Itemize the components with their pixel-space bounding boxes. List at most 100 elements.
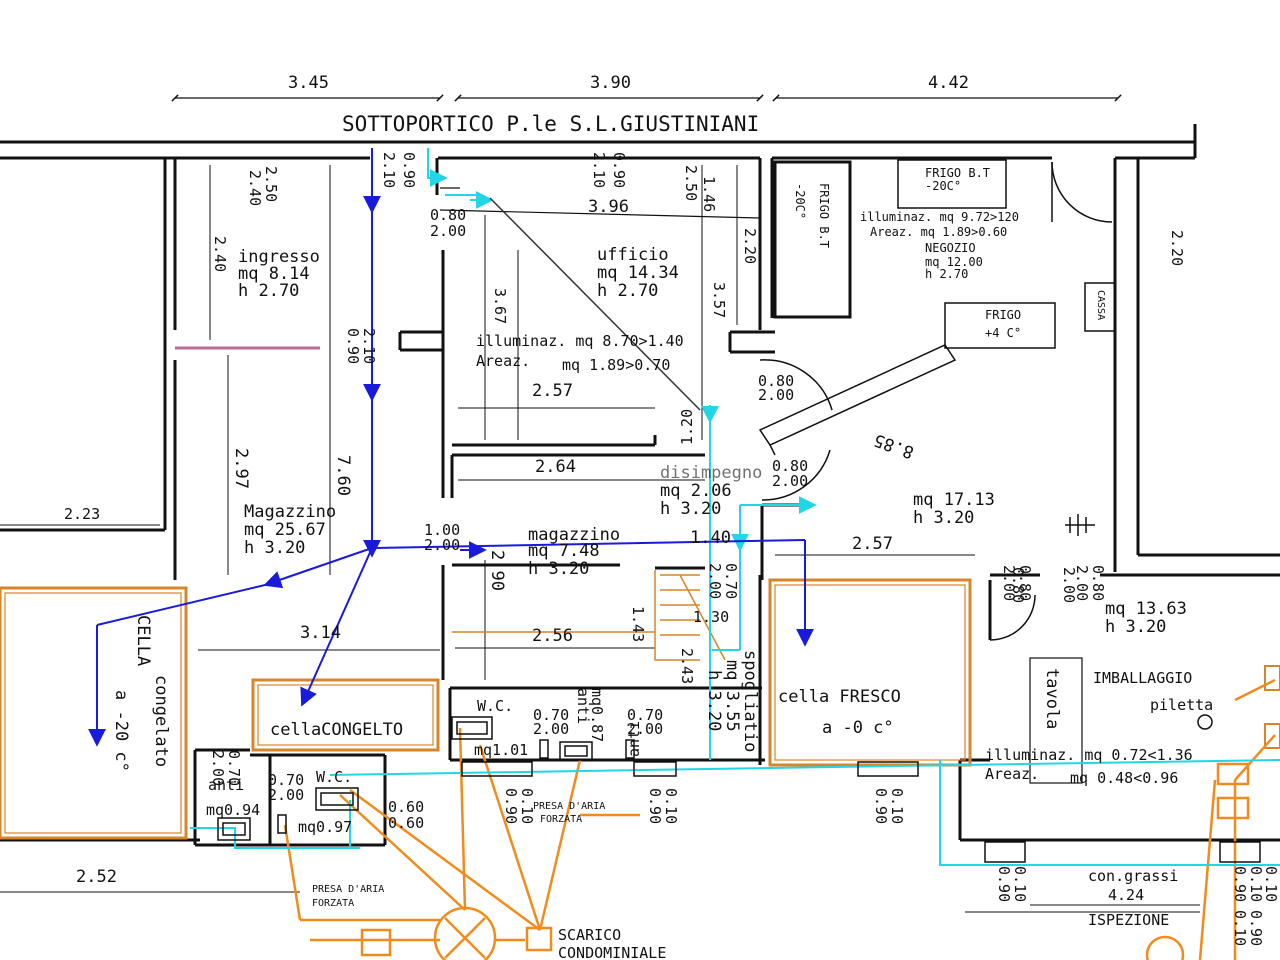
room-main: mq 17.13 h 3.20: [913, 490, 995, 528]
frigo-bt-top-temp: -20C°: [925, 179, 961, 193]
dim: 0.10: [888, 788, 906, 824]
dim: 2.10: [360, 328, 378, 364]
cella-congelato-title: CELLA: [133, 615, 153, 666]
magazzino-large-area: mq 25.67: [244, 520, 326, 540]
cassa-label: CASSA: [1095, 290, 1106, 320]
frigo-small-name: FRIGO: [985, 308, 1021, 322]
magazzino-large-height: h 3.20: [244, 538, 305, 558]
dim: 3.57: [710, 282, 728, 318]
door-arcs: [759, 161, 1113, 641]
cella-congelto-label: cellaCONGELTO: [270, 720, 403, 740]
negozio-illuminaz: illuminaz. mq 9.72>120: [860, 210, 1019, 224]
ventilation-lines: [88, 148, 814, 747]
dim: 3.14: [300, 623, 341, 643]
dim: 0.90: [646, 788, 664, 824]
dim: 2.50: [262, 166, 280, 202]
dim: 2.20: [741, 228, 759, 264]
dim: 1.46: [700, 176, 718, 212]
dim: 2.00: [706, 563, 724, 599]
dimension-numbers: 2.40 2.50 2.10 0.90 2.10 0.90 2.50 1.46 …: [64, 152, 1280, 946]
dim: 2.40: [246, 170, 264, 206]
dim: 0.90: [995, 866, 1013, 902]
dim: 0.90: [1231, 866, 1249, 902]
dim: 2.90: [487, 550, 507, 591]
room-magazzino-small: magazzino mq 7.48 h 3.20: [528, 525, 620, 579]
dim: 0.90: [610, 152, 628, 188]
dim: 8.85: [871, 429, 916, 462]
cella-fresco-temp: a -0 c°: [822, 718, 894, 738]
dim: 0.70: [268, 771, 304, 789]
dim: 0.70: [533, 706, 569, 724]
dim: 2.00: [1060, 567, 1078, 603]
ufficio-height: h 2.70: [597, 281, 658, 301]
disimpegno-name: disimpegno: [660, 463, 762, 483]
piletta-symbol: [1197, 714, 1213, 730]
dim: 0.10: [1247, 866, 1265, 902]
dim: 2.00: [268, 786, 304, 804]
anti1-labels: anti mq0.94: [206, 776, 260, 819]
dim: 2.97: [231, 448, 251, 489]
negozio-areaz: Areaz. mq 1.89>0.60: [870, 225, 1007, 239]
dim: 0.10: [1011, 866, 1029, 902]
dim: 2.43: [678, 648, 696, 684]
dim: 0.10: [662, 788, 680, 824]
dim: 7.60: [333, 455, 353, 496]
magazzino-small-area: mq 7.48: [528, 541, 600, 561]
wc1-name: W.C.: [477, 697, 513, 715]
scarico-label-2: CONDOMINIALE: [558, 944, 666, 960]
top-dim-3: 4.42: [928, 73, 969, 93]
dim: 2.00: [209, 750, 227, 786]
dim: 2.57: [532, 381, 573, 401]
spogliatoio-height: h 3.20: [704, 670, 724, 731]
negozio-name: NEGOZIO: [925, 241, 976, 255]
diagonal-vent-line: [489, 197, 701, 411]
imballaggio-areaz-value: mq 0.48<0.96: [1070, 769, 1178, 787]
cella-congelato-sub: congelato: [151, 675, 171, 767]
anti3-labels: anti mq0.87: [574, 688, 606, 742]
imballaggio-areaz: Areaz.: [985, 765, 1039, 783]
ingresso-name: ingresso: [238, 247, 320, 267]
wc-fixtures: [217, 716, 635, 841]
stairs: [452, 570, 726, 661]
ingresso-height: h 2.70: [238, 281, 299, 301]
anti1-name: anti: [208, 776, 244, 794]
imballaggio-illuminaz: illuminaz. mq 0.72<1.36: [985, 746, 1193, 764]
tavola-box: [1029, 657, 1083, 784]
frigo-small-labels: FRIGO +4 C°: [985, 308, 1021, 340]
presa-aria-1b: FORZATA: [312, 898, 354, 909]
dim: 0.90: [344, 328, 362, 364]
room-imballaggio: IMBALLAGGIO piletta illuminaz. mq 0.72<1…: [985, 669, 1213, 787]
anti3-area: mq0.87: [588, 688, 606, 742]
dim: 0.80: [1016, 565, 1034, 601]
dim: 2.50: [682, 165, 700, 201]
frigo-bt-top-name: FRIGO B.T: [925, 166, 990, 180]
anti1-area: mq0.94: [206, 801, 260, 819]
dim: 2.20: [1168, 230, 1186, 266]
wc1-labels: W.C. mq1.01: [474, 697, 528, 759]
dim: 2.00: [627, 720, 663, 738]
wc2-area: mq0.97: [298, 818, 352, 836]
wc2-labels: W.C. mq0.97: [298, 768, 352, 836]
dim: 1.00: [424, 521, 460, 539]
dim: 3.96: [588, 197, 629, 217]
frigo-small-temp: +4 C°: [985, 326, 1021, 340]
cassa-box: [1084, 282, 1116, 332]
dim: 2.00: [772, 472, 808, 490]
room-right: mq 13.63 h 3.20: [1105, 599, 1187, 637]
dim: 0.80: [1009, 567, 1027, 603]
dim: 0.90: [1247, 910, 1265, 946]
frigo-bt-top-box: [897, 159, 1007, 209]
ispezione-label: ISPEZIONE: [1088, 911, 1169, 929]
dim: 0.80: [1089, 565, 1107, 601]
street-label: SOTTOPORTICO P.le S.L.GIUSTINIANI: [342, 112, 759, 136]
room-magazzino-large: Magazzino mq 25.67 h 3.20: [244, 502, 336, 558]
scarico-label-1: SCARICO: [558, 926, 621, 944]
negozio-area: mq 12.00: [925, 255, 983, 269]
dim: 2.40: [211, 236, 229, 272]
frigo-bt-side-name: FRIGO B.T: [817, 183, 831, 248]
main-room-area: mq 17.13: [913, 490, 995, 510]
room-ufficio: ufficio mq 14.34 h 2.70 illuminaz. mq 8.…: [476, 245, 684, 374]
internal-dimension-lines: [0, 165, 1200, 913]
dim: 0.10: [1262, 866, 1280, 902]
dim: 3.67: [491, 288, 509, 324]
